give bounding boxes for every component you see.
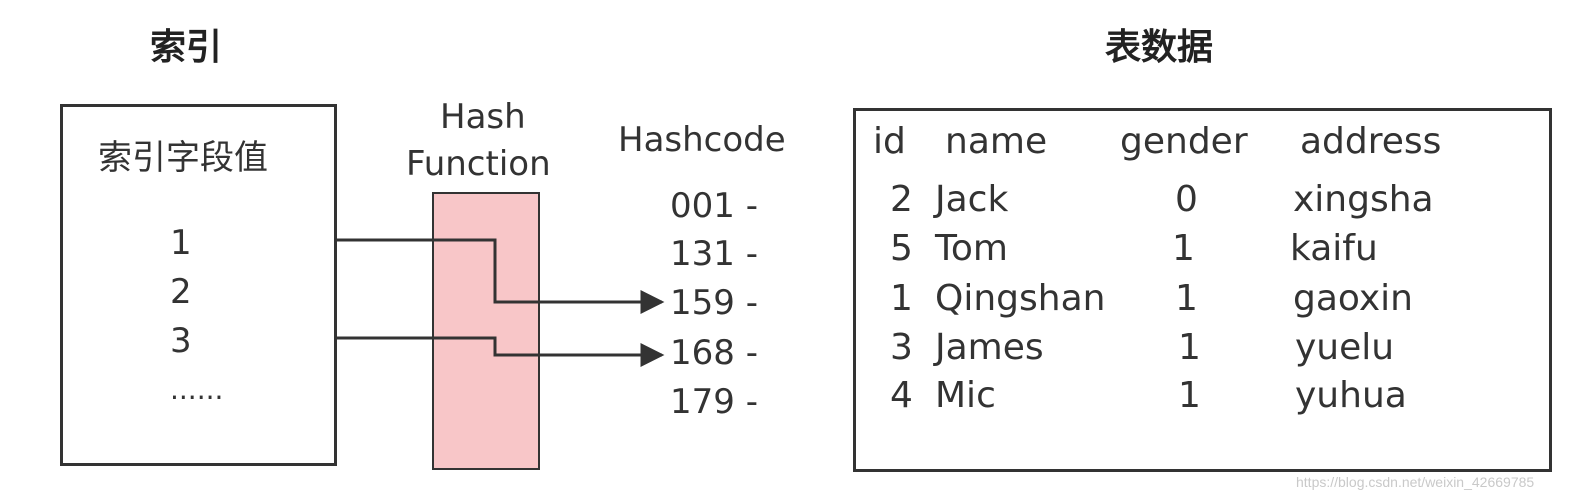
- row-4-address: yuelu: [1295, 327, 1395, 368]
- row-1-name: Jack: [935, 179, 1009, 220]
- hashcode-159: 159 -: [670, 283, 758, 323]
- hashcode-heading: Hashcode: [618, 120, 786, 160]
- arrow-1-to-159: [337, 238, 665, 314]
- hash-label-line2: Function: [406, 144, 551, 184]
- table-data-box: [853, 108, 1552, 472]
- row-3-name: Qingshan: [935, 278, 1106, 319]
- index-title: 索引: [150, 27, 223, 68]
- table-data-title: 表数据: [1105, 27, 1214, 68]
- col-header-name: name: [945, 121, 1048, 162]
- col-header-id: id: [873, 121, 906, 162]
- hash-function-column: [432, 192, 540, 470]
- row-5-id: 4: [890, 375, 913, 416]
- hashcode-179: 179 -: [670, 382, 758, 422]
- index-field-heading: 索引字段值: [98, 138, 268, 178]
- row-2-address: kaifu: [1290, 228, 1378, 269]
- hashcode-001: 001 -: [670, 186, 758, 226]
- hash-label-line1: Hash: [440, 97, 526, 137]
- row-4-name: James: [935, 327, 1044, 368]
- col-header-address: address: [1300, 121, 1442, 162]
- row-3-id: 1: [890, 278, 913, 319]
- hashcode-131: 131 -: [670, 234, 758, 274]
- row-5-name: Mic: [935, 375, 996, 416]
- index-value-1: 1: [170, 223, 192, 263]
- row-5-address: yuhua: [1295, 375, 1407, 416]
- row-1-gender: 0: [1175, 179, 1198, 220]
- hashcode-168: 168 -: [670, 333, 758, 373]
- col-header-gender: gender: [1120, 121, 1248, 162]
- row-4-id: 3: [890, 327, 913, 368]
- row-3-gender: 1: [1175, 278, 1198, 319]
- index-box: [60, 104, 337, 466]
- row-2-id: 5: [890, 228, 913, 269]
- watermark-text: https://blog.csdn.net/weixin_42669785: [1296, 474, 1535, 490]
- arrow-3-to-168: [337, 336, 665, 367]
- row-1-address: xingsha: [1293, 179, 1434, 220]
- row-5-gender: 1: [1178, 375, 1201, 416]
- index-value-ellipsis: ......: [170, 373, 224, 406]
- index-value-2: 2: [170, 272, 192, 312]
- row-3-address: gaoxin: [1293, 278, 1413, 319]
- row-2-name: Tom: [935, 228, 1008, 269]
- row-1-id: 2: [890, 179, 913, 220]
- row-2-gender: 1: [1172, 228, 1195, 269]
- row-4-gender: 1: [1178, 327, 1201, 368]
- index-value-3: 3: [170, 321, 192, 361]
